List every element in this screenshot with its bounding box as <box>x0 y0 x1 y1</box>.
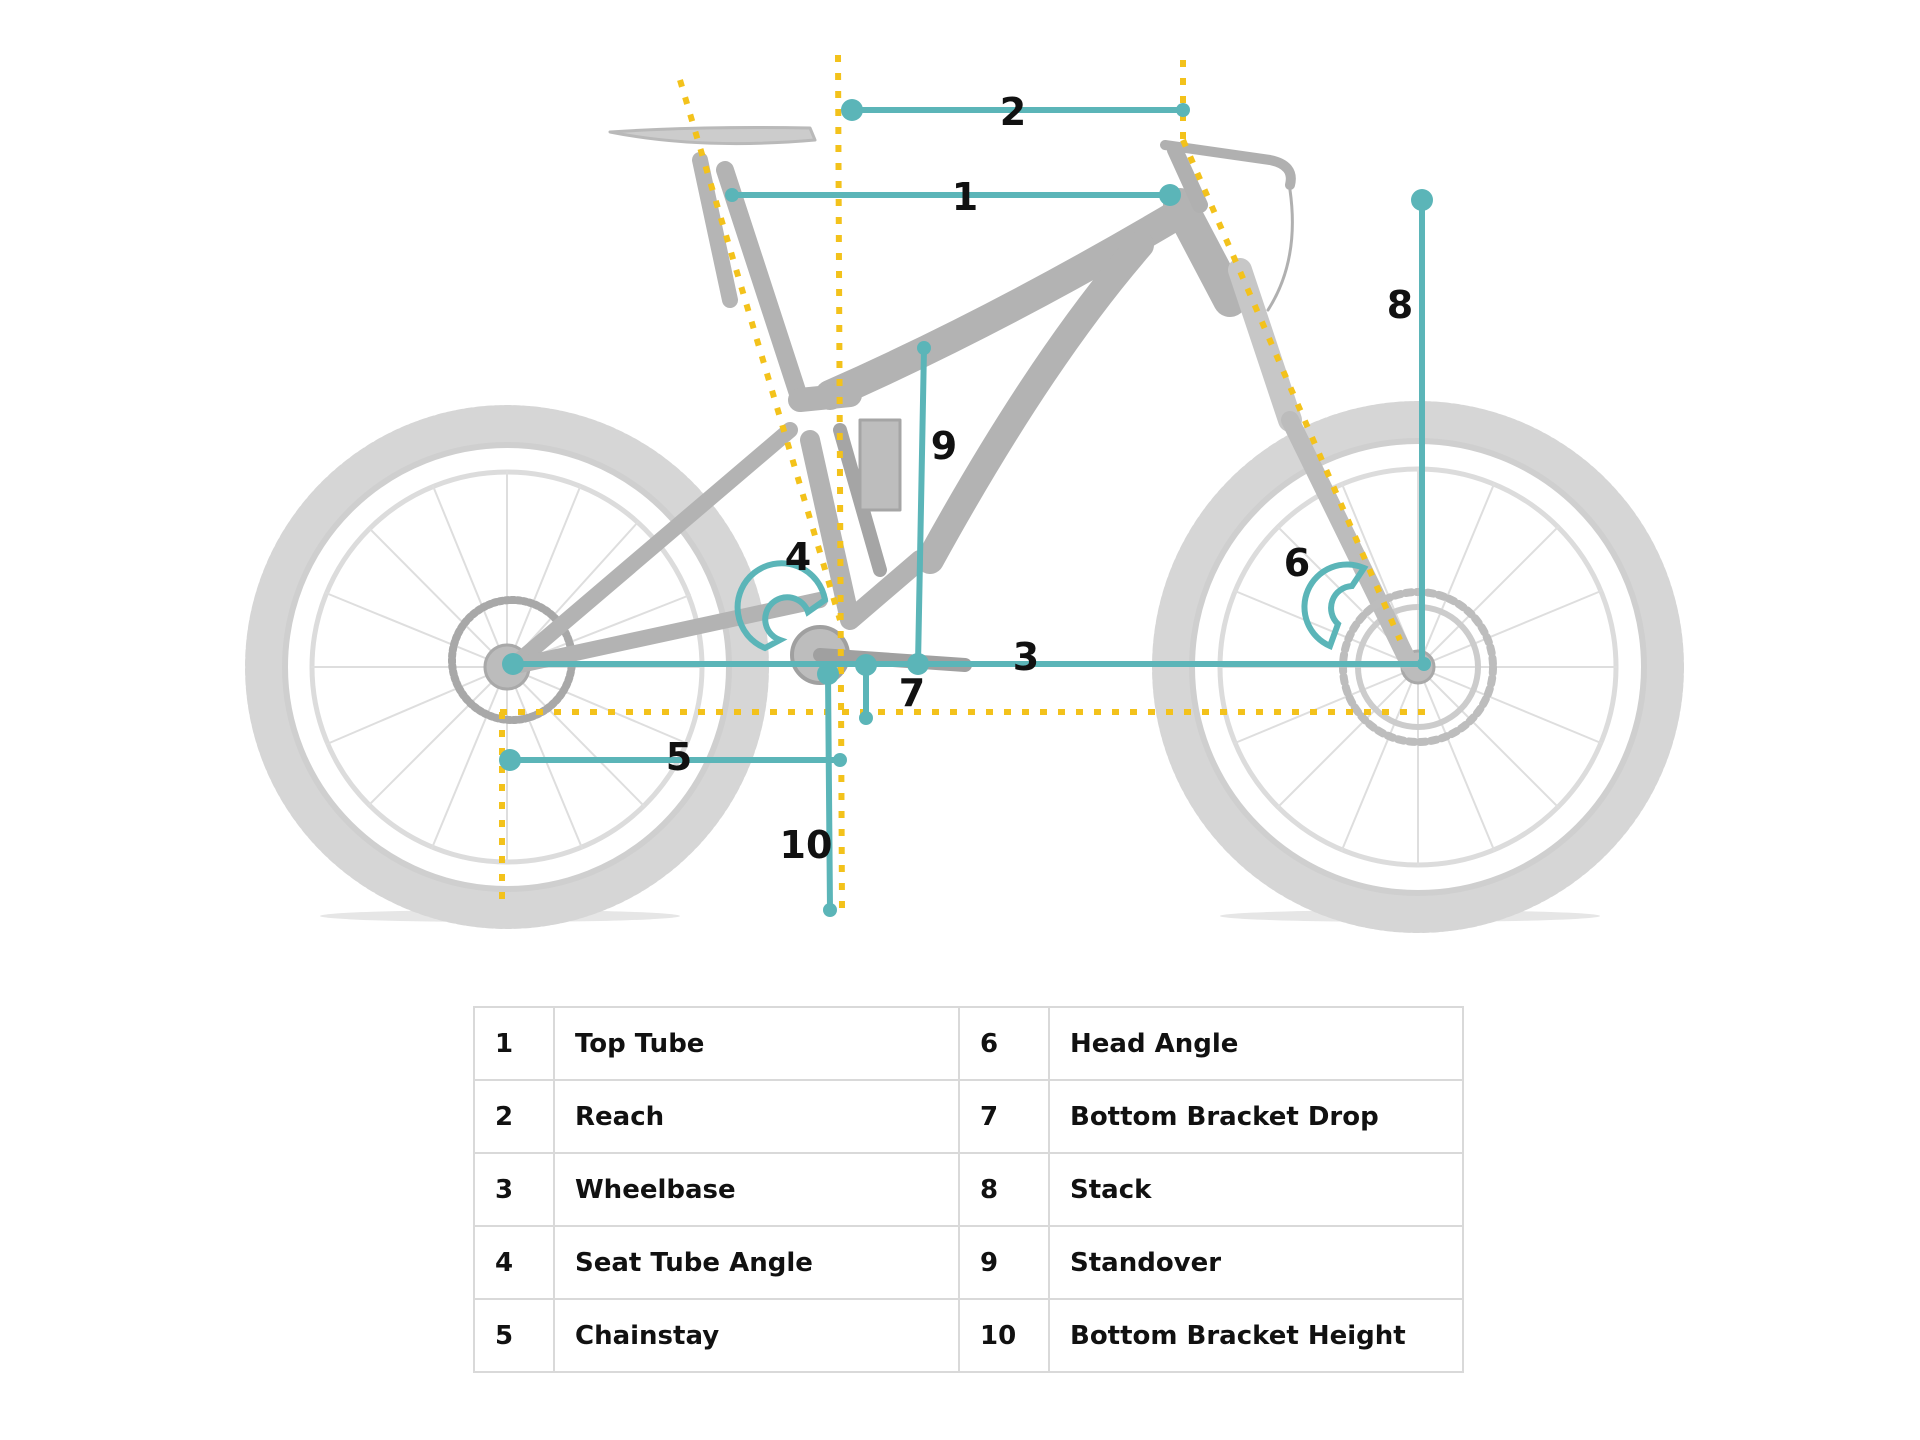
legend-number: 4 <box>474 1226 554 1299</box>
saddle <box>610 128 815 301</box>
endpoint-dot <box>1417 657 1431 671</box>
legend-number: 2 <box>474 1080 554 1153</box>
marker-4: 4 <box>785 535 811 579</box>
endpoint-dot <box>817 663 839 685</box>
legend-number: 8 <box>959 1153 1049 1226</box>
table-row: 5 Chainstay 10 Bottom Bracket Height <box>474 1299 1463 1372</box>
table-row: 2 Reach 7 Bottom Bracket Drop <box>474 1080 1463 1153</box>
legend-number: 9 <box>959 1226 1049 1299</box>
endpoint-dot <box>833 753 847 767</box>
legend-label: Wheelbase <box>554 1153 959 1226</box>
marker-9: 9 <box>931 424 957 468</box>
endpoint-dot <box>1159 184 1181 206</box>
legend-label: Stack <box>1049 1153 1463 1226</box>
legend-label: Reach <box>554 1080 959 1153</box>
marker-8: 8 <box>1387 283 1413 327</box>
legend-number: 3 <box>474 1153 554 1226</box>
geometry-legend-table: 1 Top Tube 6 Head Angle 2 Reach 7 Bottom… <box>473 1006 1464 1373</box>
endpoint-dot <box>502 653 524 675</box>
bike-geometry-diagram: 1 2 3 4 5 6 7 8 9 10 <box>0 0 1920 950</box>
table-row: 4 Seat Tube Angle 9 Standover <box>474 1226 1463 1299</box>
legend-label: Chainstay <box>554 1299 959 1372</box>
measure-standover <box>918 348 924 664</box>
legend-number: 5 <box>474 1299 554 1372</box>
legend-number: 7 <box>959 1080 1049 1153</box>
marker-5: 5 <box>666 735 692 779</box>
marker-2: 2 <box>1000 90 1026 134</box>
endpoint-dot <box>917 341 931 355</box>
endpoint-dot <box>859 711 873 725</box>
endpoint-dot <box>823 903 837 917</box>
endpoint-dot <box>841 99 863 121</box>
table-row: 1 Top Tube 6 Head Angle <box>474 1007 1463 1080</box>
legend-number: 1 <box>474 1007 554 1080</box>
measure-bb-height <box>828 674 830 910</box>
legend-label: Bottom Bracket Height <box>1049 1299 1463 1372</box>
bike-illustration <box>264 128 1665 915</box>
endpoint-dot <box>855 654 877 676</box>
endpoint-dot <box>1176 103 1190 117</box>
legend-label: Top Tube <box>554 1007 959 1080</box>
guide-bb-vertical <box>838 55 842 910</box>
measurement-markers: 1 2 3 4 5 6 7 8 9 10 <box>666 90 1413 867</box>
marker-3: 3 <box>1013 635 1039 679</box>
table-row: 3 Wheelbase 8 Stack <box>474 1153 1463 1226</box>
endpoint-dot <box>499 749 521 771</box>
legend-number: 6 <box>959 1007 1049 1080</box>
marker-10: 10 <box>780 823 833 867</box>
marker-7: 7 <box>899 671 925 715</box>
legend-label: Bottom Bracket Drop <box>1049 1080 1463 1153</box>
endpoint-dot <box>1411 189 1433 211</box>
endpoint-dot <box>725 188 739 202</box>
marker-6: 6 <box>1284 541 1310 585</box>
legend-label: Standover <box>1049 1226 1463 1299</box>
marker-1: 1 <box>952 175 978 219</box>
frame <box>520 170 1230 665</box>
rear-shock <box>840 420 900 570</box>
legend-number: 10 <box>959 1299 1049 1372</box>
legend-label: Seat Tube Angle <box>554 1226 959 1299</box>
legend-label: Head Angle <box>1049 1007 1463 1080</box>
